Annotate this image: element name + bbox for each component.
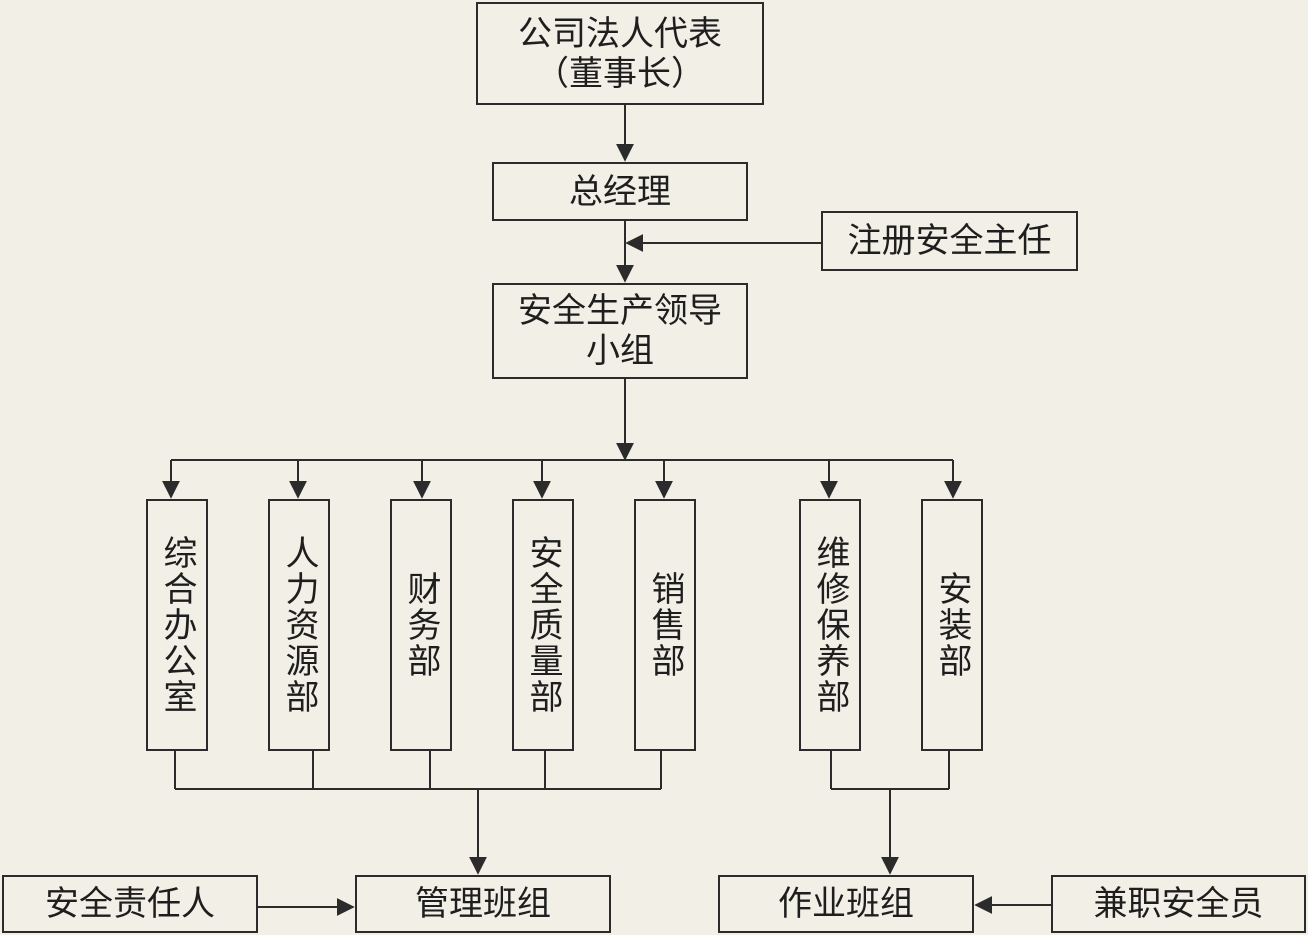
part-time-safety-officer-box: 兼职安全员 — [1051, 875, 1306, 933]
dept-finance: 财务部 — [390, 499, 452, 751]
management-team-label: 管理班组 — [415, 884, 551, 924]
general-manager-box: 总经理 — [492, 162, 748, 221]
legal-representative-title: 公司法人代表 — [518, 13, 722, 54]
dept-finance-label: 财务部 — [401, 571, 441, 679]
dept-general-office: 综合办公室 — [146, 499, 208, 751]
safety-leading-group-line1: 安全生产领导 — [518, 291, 722, 331]
dept-maintenance-label: 维修保养部 — [810, 535, 850, 715]
legal-representative-subtitle: （董事长） — [535, 53, 705, 94]
dept-general-office-label: 综合办公室 — [157, 535, 197, 715]
dept-human-resources-label: 人力资源部 — [279, 535, 319, 715]
registered-safety-director-label: 注册安全主任 — [847, 221, 1052, 261]
dept-safety-quality-label: 安全质量部 — [523, 535, 563, 715]
operations-team-label: 作业班组 — [778, 884, 914, 924]
legal-representative-box: 公司法人代表 （董事长） — [476, 2, 764, 105]
dept-installation: 安装部 — [921, 499, 983, 751]
safety-leading-group-line2: 小组 — [586, 331, 654, 371]
dept-installation-label: 安装部 — [932, 571, 972, 679]
safety-responsible-person-label: 安全责任人 — [45, 884, 215, 924]
operations-team-box: 作业班组 — [718, 875, 974, 933]
registered-safety-director-box: 注册安全主任 — [821, 211, 1078, 271]
dept-sales: 销售部 — [634, 499, 696, 751]
safety-responsible-person-box: 安全责任人 — [2, 875, 258, 933]
safety-leading-group-box: 安全生产领导 小组 — [492, 283, 748, 379]
general-manager-label: 总经理 — [569, 171, 671, 212]
part-time-safety-officer-label: 兼职安全员 — [1093, 884, 1264, 924]
dept-safety-quality: 安全质量部 — [512, 499, 574, 751]
dept-human-resources: 人力资源部 — [268, 499, 330, 751]
management-team-box: 管理班组 — [355, 875, 611, 933]
dept-sales-label: 销售部 — [645, 571, 685, 679]
dept-maintenance: 维修保养部 — [799, 499, 861, 751]
